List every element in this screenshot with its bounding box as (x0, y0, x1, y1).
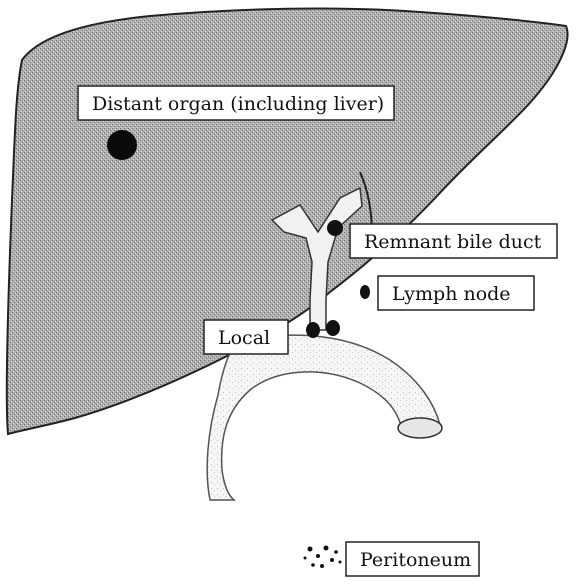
peritoneum-speckles (304, 546, 342, 569)
label-distant-organ-text: Distant organ (including liver) (92, 93, 384, 115)
label-lymph-node-text: Lymph node (392, 283, 511, 305)
label-remnant-bile-duct-text: Remnant bile duct (364, 231, 542, 253)
lymph-node-dot (360, 285, 370, 299)
label-local-text: Local (218, 327, 270, 349)
local-lesion-dot-right (326, 320, 340, 336)
label-peritoneum-text: Peritoneum (360, 549, 471, 571)
distant-lesion-dot (107, 130, 137, 160)
label-local: Local (204, 320, 288, 354)
remnant-lesion-dot (327, 220, 343, 236)
label-peritoneum: Peritoneum (346, 542, 479, 576)
intestine-loop (207, 335, 440, 500)
intestine-lumen (398, 418, 442, 438)
label-distant-organ: Distant organ (including liver) (78, 86, 394, 120)
label-remnant-bile-duct: Remnant bile duct (350, 224, 557, 258)
label-lymph-node: Lymph node (378, 276, 534, 310)
local-lesion-dot-left (306, 322, 320, 338)
